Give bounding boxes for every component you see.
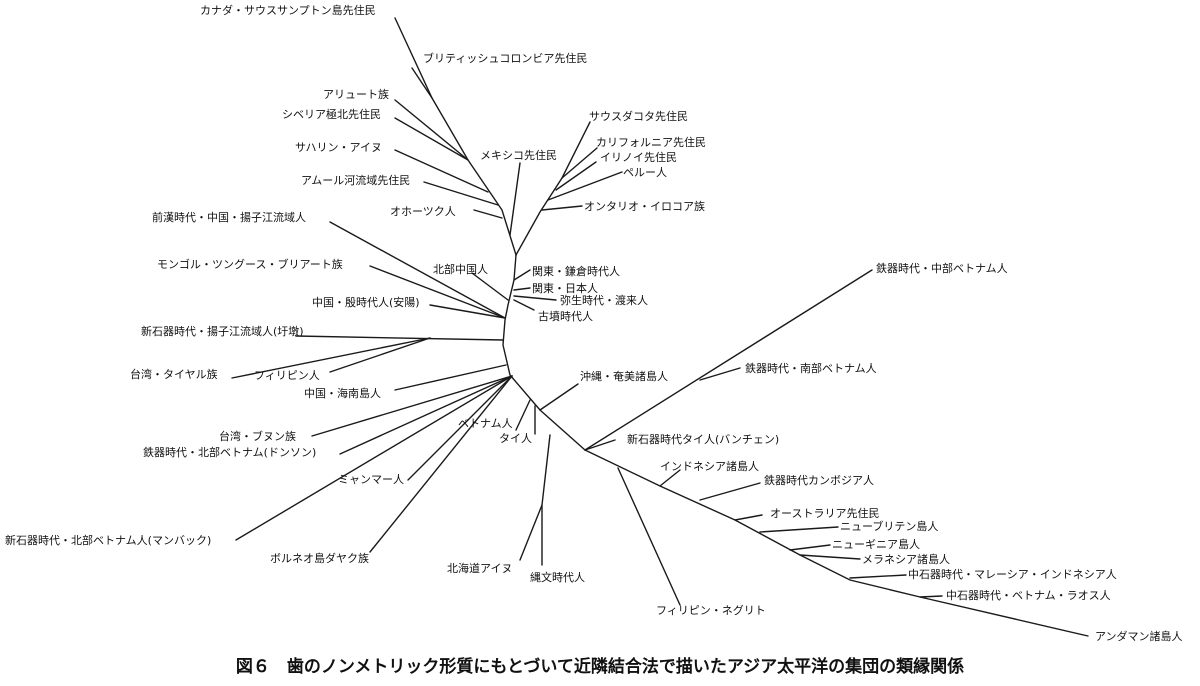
branch-okhotsk bbox=[473, 209, 503, 219]
label-mongol: モンゴル・ツングース・ブリアート族 bbox=[157, 257, 343, 271]
label-kofun: 古墳時代人 bbox=[538, 310, 593, 323]
branch-hainan bbox=[394, 364, 507, 391]
branch-mexico bbox=[509, 162, 521, 236]
label-neolithic-yangtze: 新石器時代・揚子江流域人(圩墩) bbox=[141, 324, 304, 338]
branch-bc bbox=[411, 67, 433, 99]
branch-amur bbox=[423, 181, 499, 206]
label-neolithic-nvietnam: 新石器時代・北部ベトナム人(マンバック) bbox=[5, 533, 211, 547]
branch-meso-vietnam bbox=[919, 595, 943, 598]
label-iron-nvietnam: 鉄器時代・北部ベトナム(ドンソン) bbox=[143, 445, 316, 459]
label-indonesia: インドネシア諸島人 bbox=[660, 459, 759, 473]
label-melanesia: メラネシア諸島人 bbox=[862, 552, 950, 566]
branch-siberia bbox=[394, 117, 469, 161]
branch-yin bbox=[429, 304, 506, 319]
label-iron-svietnam: 鉄器時代・南部ベトナム人 bbox=[745, 361, 877, 375]
branch-myanmar bbox=[407, 375, 513, 481]
branch-northchina bbox=[471, 272, 509, 301]
label-neolithic-thai: 新石器時代タイ人(バンチェン) bbox=[627, 432, 779, 446]
label-hainan: 中国・海南島人 bbox=[304, 386, 381, 400]
branch-california bbox=[561, 147, 598, 179]
label-amur: アムール河流域先住民 bbox=[301, 173, 410, 187]
branch-australia bbox=[734, 514, 763, 521]
branch-indonesia bbox=[659, 469, 681, 487]
branch-neolithic-nvietnam bbox=[235, 375, 513, 541]
branch-kanto-japan bbox=[513, 287, 531, 291]
branch-kanto-kamakura bbox=[513, 269, 531, 281]
label-atayal: 台湾・タイヤル族 bbox=[130, 367, 218, 381]
label-iron-cvietnam: 鉄器時代・中部ベトナム人 bbox=[876, 261, 1008, 275]
label-jomon: 縄文時代人 bbox=[530, 570, 585, 584]
branch-iron-nvietnam bbox=[339, 375, 513, 455]
label-california: カリフォルニア先住民 bbox=[596, 135, 706, 149]
label-bunun: 台湾・ブヌン族 bbox=[219, 429, 296, 443]
label-hokkaido-ainu: 北海道アイヌ bbox=[447, 561, 512, 575]
label-meso-malay: 中石器時代・マレーシア・インドネシア人 bbox=[908, 568, 1117, 581]
label-okhotsk: オホーツク人 bbox=[390, 205, 456, 218]
label-kanto-kamakura: 関東・鎌倉時代人 bbox=[532, 264, 620, 278]
branch-kofun bbox=[513, 299, 535, 311]
label-southdakota: サウスダコタ先住民 bbox=[589, 109, 688, 123]
label-meso-vietnam: 中石器時代・ベトナム・ラオス人 bbox=[946, 589, 1111, 602]
branch-okinawa bbox=[539, 383, 579, 411]
label-filipino: フィリピン人 bbox=[254, 369, 320, 382]
label-ontario: オンタリオ・イロコア族 bbox=[584, 199, 705, 213]
branch-melanesia bbox=[799, 554, 861, 560]
branch-newguinea bbox=[789, 544, 831, 551]
branch-iron-cvietnam bbox=[584, 269, 873, 451]
label-borneo: ボルネオ島ダヤク族 bbox=[270, 551, 369, 565]
branch-iron-svietnam bbox=[699, 367, 741, 381]
label-newguinea: ニューギニア島人 bbox=[832, 537, 920, 551]
label-mexico: メキシコ先住民 bbox=[480, 148, 557, 162]
branch-peru bbox=[547, 171, 623, 201]
label-negrito: フィリピン・ネグリト bbox=[656, 603, 766, 617]
label-newbritain: ニューブリテン島人 bbox=[840, 519, 938, 533]
label-yin: 中国・殷時代人(安陽) bbox=[312, 295, 420, 309]
branch-hokkaido-ainu bbox=[519, 434, 551, 561]
branch-neolithic-yangtze bbox=[295, 335, 504, 341]
branch-sakhalin bbox=[394, 149, 489, 193]
label-peru: ペルー人 bbox=[623, 166, 667, 179]
branch-illinois bbox=[555, 161, 597, 191]
label-sakhalin: サハリン・アイヌ bbox=[295, 141, 382, 154]
branch-vietnamese bbox=[515, 399, 531, 431]
branch-filipino bbox=[329, 337, 431, 373]
label-vietnamese: ベトナム人 bbox=[458, 417, 513, 430]
label-australia: オーストラリア先住民 bbox=[770, 506, 879, 520]
label-aleut: アリュート族 bbox=[323, 87, 389, 101]
branch-bunun bbox=[311, 375, 513, 437]
branch-iron-cambodia bbox=[699, 482, 761, 501]
branch-newbritain bbox=[759, 526, 839, 533]
figure-caption: 図６ 歯のノンメトリック形質にもとづいて近隣結合法で描いたアジア太平洋の集団の類… bbox=[235, 657, 965, 677]
label-yayoi: 弥生時代・渡来人 bbox=[560, 293, 648, 307]
branch-neolithic-thai bbox=[584, 439, 616, 451]
label-iron-cambodia: 鉄器時代カンボジア人 bbox=[764, 473, 874, 487]
label-illinois: イリノイ先住民 bbox=[600, 150, 677, 164]
tree-branches bbox=[231, 17, 1089, 637]
branch-meso-malay bbox=[849, 574, 907, 579]
label-northchina: 北部中国人 bbox=[433, 262, 488, 276]
label-andaman: アンダマン諸島人 bbox=[1095, 629, 1183, 643]
branch-spine bbox=[502, 254, 586, 451]
label-bc: ブリティッシュコロンビア先住民 bbox=[423, 51, 587, 65]
label-canada: カナダ・サウスサンプトン島先住民 bbox=[200, 3, 376, 17]
branch-ontario bbox=[541, 205, 583, 211]
label-kanto-japan: 関東・日本人 bbox=[532, 281, 598, 295]
branch-atayal bbox=[231, 337, 431, 379]
branch-yayoi bbox=[513, 295, 557, 301]
branch-america-stem bbox=[515, 121, 591, 256]
branch-aleut bbox=[394, 99, 469, 161]
label-myanmar: ミャンマー人 bbox=[338, 473, 404, 486]
branch-qianhan bbox=[329, 221, 506, 319]
branch-negrito bbox=[617, 467, 681, 606]
label-siberia: シベリア極北先住民 bbox=[282, 107, 381, 121]
label-qianhan: 前漢時代・中国・揚子江流域人 bbox=[152, 210, 306, 224]
label-thai: タイ人 bbox=[499, 432, 532, 445]
branch-mongol bbox=[369, 265, 506, 319]
branch-borneo bbox=[369, 375, 513, 553]
tree-labels: カナダ・サウスサンプトン島先住民 ブリティッシュコロンビア先住民 アリュート族 … bbox=[5, 3, 1183, 643]
label-okinawa: 沖縄・奄美諸島人 bbox=[580, 369, 668, 383]
